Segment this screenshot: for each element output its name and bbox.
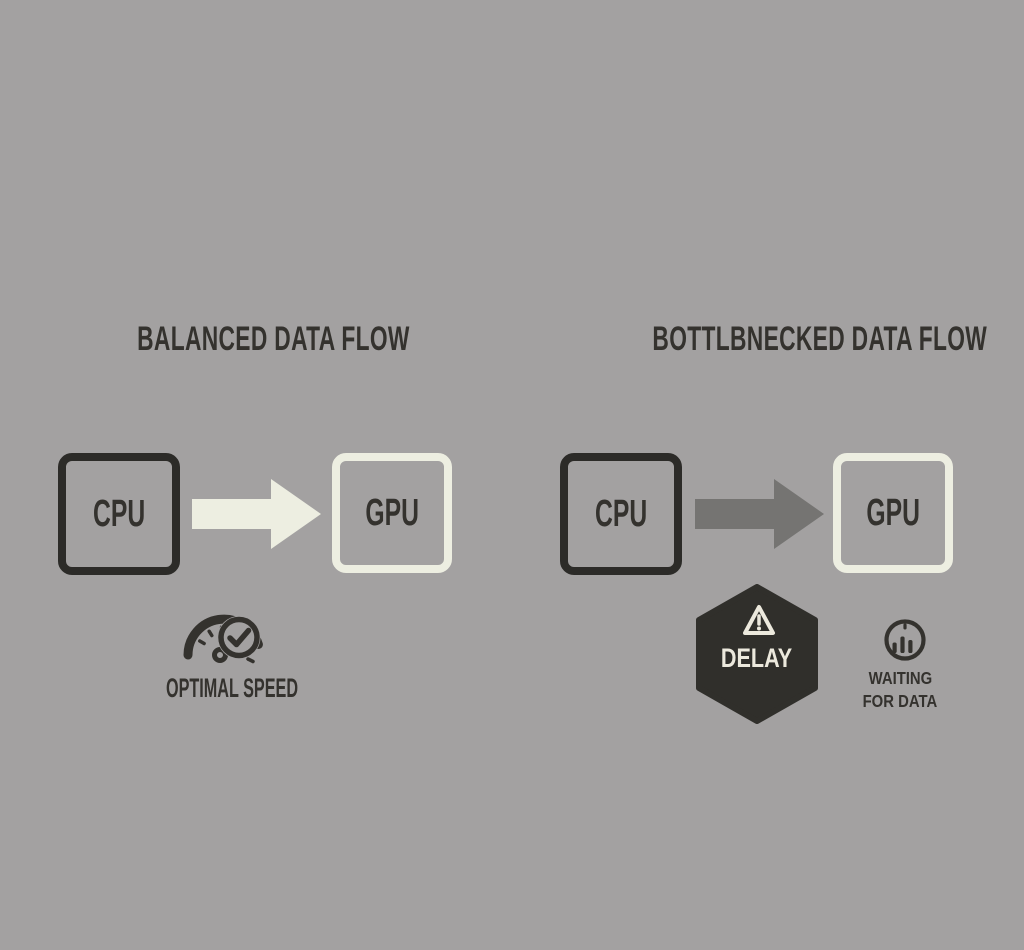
delay-badge-label: DELAY (721, 643, 793, 673)
right-caption: WAITING FOR DATA (862, 668, 938, 711)
left-panel-title: BALANCED DATA FLOW (137, 320, 410, 358)
left-gpu-label: GPU (365, 491, 419, 534)
right-flow-arrow-icon (695, 479, 824, 549)
left-gpu-box: GPU (332, 453, 452, 573)
speedometer-check-icon (183, 614, 263, 664)
right-gpu-box: GPU (833, 453, 953, 573)
warning-triangle-icon (743, 605, 775, 635)
right-panel-title: BOTTLBNECKED DATA FLOW (652, 320, 988, 358)
left-caption: OPTIMAL SPEED (166, 673, 299, 703)
left-flow-arrow-icon (192, 479, 321, 549)
bar-chart-circle-icon (884, 619, 926, 661)
right-gpu-label: GPU (866, 491, 920, 534)
left-cpu-label: CPU (92, 492, 146, 535)
right-cpu-label: CPU (594, 492, 648, 535)
right-cpu-box: CPU (560, 453, 682, 575)
left-cpu-box: CPU (58, 453, 180, 575)
delay-hexagon-badge (696, 584, 818, 724)
